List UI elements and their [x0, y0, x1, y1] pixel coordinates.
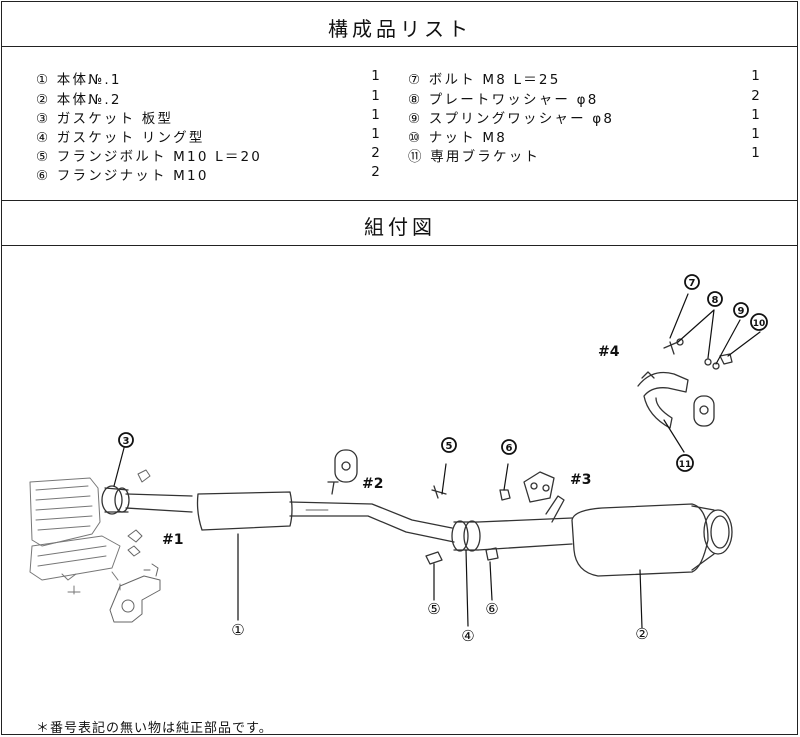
part-name: ③ ガスケット 板型 [36, 111, 174, 127]
callout-6b: ⑥ [485, 600, 498, 618]
callout-9-circle [733, 302, 749, 318]
part-row: ⑪ 専用ブラケット [408, 145, 540, 165]
callout-circles [118, 274, 768, 472]
callout-numbers: 3 5 6 7 8 9 10 11 [123, 278, 766, 470]
part-row: ⑤ フランジボルト M10 L＝20 [36, 145, 262, 165]
header-divider [1, 46, 798, 47]
part-qty: 1 [751, 145, 762, 161]
part-name: ⑪ 専用ブラケット [408, 149, 541, 165]
part-name: ④ ガスケット リング型 [36, 130, 205, 146]
part-row: ⑨ スプリングワッシャー φ8 [408, 107, 614, 127]
callout-7: 7 [689, 278, 696, 289]
part-qty: 1 [371, 107, 382, 123]
part-name: ⑩ ナット M8 [408, 130, 508, 146]
part-row: ⑦ ボルト M8 L＝25 [408, 68, 561, 88]
hanger-4-label: #4 [598, 344, 620, 360]
main-pipe-2-drawing [477, 503, 733, 577]
part-name: ⑥ フランジナット M10 [36, 168, 209, 184]
vehicle-catalyst-drawing [29, 477, 121, 595]
hanger-labels: #1 #2 #3 #4 [162, 344, 620, 548]
hanger-3-drawing [523, 471, 565, 523]
callout-5-circle [441, 437, 457, 453]
hanger-2-drawing [334, 449, 358, 483]
part-qty: 2 [371, 164, 382, 180]
callout-5b: ⑤ [427, 600, 440, 618]
callout-plain-numbers: ① ② ④ ⑤ ⑥ [231, 600, 648, 645]
main-pipe-1-drawing [125, 481, 455, 543]
callout-2: ② [635, 625, 648, 643]
part-row: ⑧ プレートワッシャー φ8 [408, 88, 598, 108]
assembly-diagram: 3 5 6 7 8 9 10 11 ① ② ④ ⑤ ⑥ #1 #2 #3 #4 [29, 274, 768, 645]
part-row: ⑩ ナット M8 [408, 126, 507, 146]
part-row: ⑥ フランジナット M10 [36, 164, 209, 184]
part-qty: 1 [371, 68, 382, 84]
part-qty: 2 [751, 88, 762, 104]
assembly-title: 組付図 [364, 215, 436, 239]
hanger-4-drawing [637, 338, 733, 429]
callout-3: 3 [123, 436, 130, 447]
callout-10: 10 [753, 319, 766, 329]
leader-lines [113, 293, 761, 629]
callout-3-circle [118, 432, 134, 448]
callout-7-circle [684, 274, 700, 290]
part-qty: 1 [751, 126, 762, 142]
assembly-header-divider [1, 245, 798, 246]
section-divider [1, 200, 798, 201]
part-row: ③ ガスケット 板型 [36, 107, 173, 127]
hanger-2-label: #2 [362, 476, 383, 492]
part-qty: 1 [371, 126, 382, 142]
callout-10-circle [750, 313, 768, 331]
hanger-3-label: #3 [570, 472, 591, 488]
part-name: ⑧ プレートワッシャー φ8 [408, 92, 599, 108]
callout-5: 5 [446, 441, 453, 452]
part-row: ④ ガスケット リング型 [36, 126, 205, 146]
part-name: ⑤ フランジボルト M10 L＝20 [36, 149, 263, 165]
callout-1: ① [231, 621, 244, 639]
parts-list-title: 構成品リスト [328, 17, 472, 41]
callout-6: 6 [506, 443, 513, 454]
part-qty: 1 [751, 107, 762, 123]
callout-6-circle [501, 439, 517, 455]
callout-4: ④ [461, 627, 474, 645]
part-row: ① 本体№.1 [36, 68, 122, 88]
part-qty: 1 [371, 88, 382, 104]
callout-11: 11 [679, 460, 692, 470]
front-flange-drawing [101, 485, 130, 515]
part-name: ② 本体№.2 [36, 92, 122, 108]
part-qty: 1 [751, 68, 762, 84]
center-flange-drawing [451, 520, 481, 552]
hanger-1-label: #1 [162, 532, 183, 548]
hanger-1-drawing [109, 469, 161, 623]
footnote: ＊番号表記の無い物は純正部品です。 [36, 721, 273, 736]
part-name: ① 本体№.1 [36, 72, 122, 88]
callout-8: 8 [712, 295, 719, 306]
callout-8-circle [707, 291, 723, 307]
part-row: ② 本体№.2 [36, 88, 122, 108]
callout-9: 9 [738, 306, 745, 317]
part-qty: 2 [371, 145, 382, 161]
part-name: ⑦ ボルト M8 L＝25 [408, 72, 561, 88]
part-name: ⑨ スプリングワッシャー φ8 [408, 111, 615, 127]
callout-11-circle [676, 454, 694, 472]
